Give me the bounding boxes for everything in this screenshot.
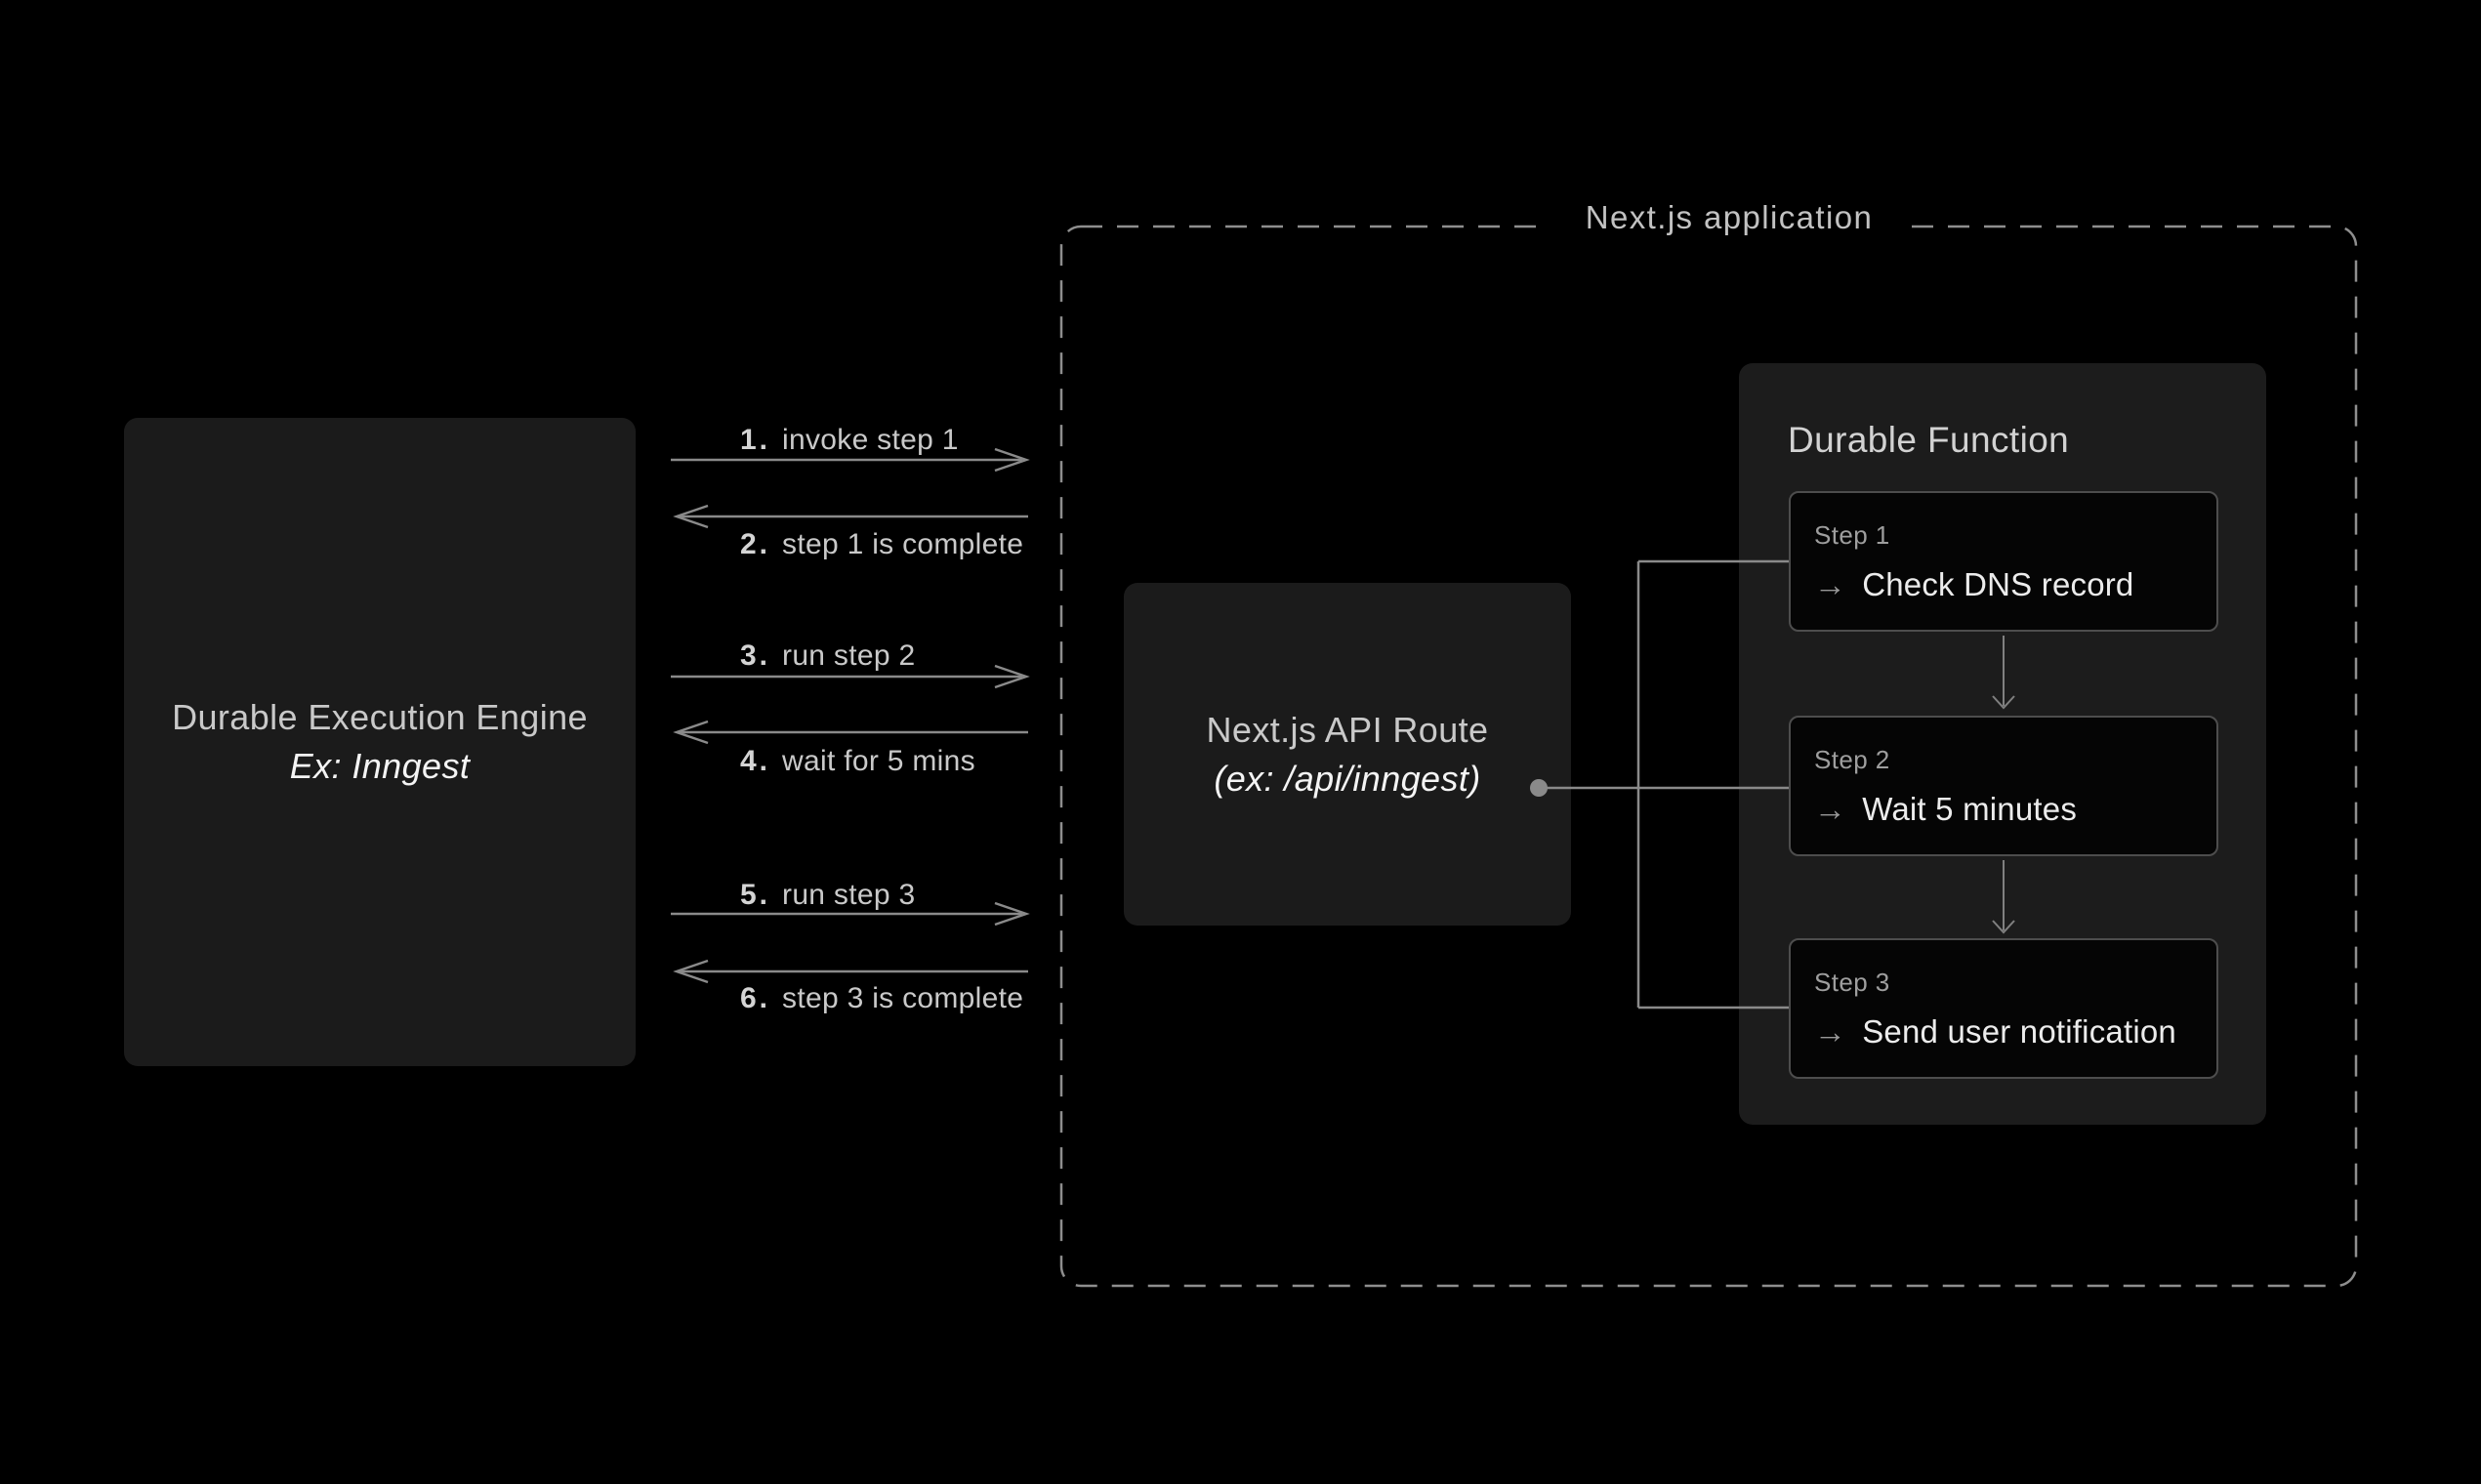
message-5-label: 5. run step 3 <box>740 878 915 913</box>
message-6-text: step 3 is complete <box>782 982 1024 1014</box>
step-3-label: Step 3 <box>1814 968 1890 997</box>
api-route-title: Next.js API Route <box>1206 709 1489 750</box>
step-1-action-text: Check DNS record <box>1862 566 2134 602</box>
engine-title: Durable Execution Engine <box>172 697 588 737</box>
step-1-box: Step 1 → Check DNS record <box>1789 491 2218 632</box>
right-arrow-icon: → <box>1814 791 1847 827</box>
arrow-left-icon <box>669 719 1032 746</box>
message-3-label: 3. run step 2 <box>740 639 915 674</box>
step-2-box: Step 2 → Wait 5 minutes <box>1789 716 2218 856</box>
message-5-number: 5. <box>740 879 771 911</box>
step-3-action: → Send user notification <box>1814 1013 2216 1051</box>
arrow-right-icon <box>671 446 1034 474</box>
durable-function-title: Durable Function <box>1788 420 2070 460</box>
right-arrow-icon: → <box>1814 1013 1847 1050</box>
api-route-subtitle: (ex: /api/inngest) <box>1214 758 1481 799</box>
arrow-left-icon <box>669 503 1032 530</box>
message-1-number: 1. <box>740 424 771 456</box>
message-4-number: 4. <box>740 745 771 777</box>
message-1-label: 1. invoke step 1 <box>740 423 959 458</box>
step-2-action-text: Wait 5 minutes <box>1862 791 2078 827</box>
step-3-action-text: Send user notification <box>1862 1013 2176 1050</box>
engine-subtitle: Ex: Inngest <box>289 746 471 786</box>
message-4-label: 4. wait for 5 mins <box>740 744 975 779</box>
message-6-label: 6. step 3 is complete <box>740 981 1023 1016</box>
nextjs-application-label: Next.js application <box>1547 193 1912 242</box>
down-arrow-icon <box>1988 860 2019 938</box>
arrow-left-icon <box>669 958 1032 985</box>
step-2-action: → Wait 5 minutes <box>1814 791 2216 828</box>
step-1-label: Step 1 <box>1814 520 1890 550</box>
message-2-label: 2. step 1 is complete <box>740 527 1023 562</box>
message-2-number: 2. <box>740 528 771 560</box>
arrow-right-icon <box>671 663 1034 690</box>
down-arrow-icon <box>1988 636 2019 714</box>
message-6-number: 6. <box>740 982 771 1014</box>
message-3-text: run step 2 <box>782 639 916 672</box>
step-2-label: Step 2 <box>1814 745 1890 774</box>
arrow-right-icon <box>671 900 1034 928</box>
message-4-text: wait for 5 mins <box>782 745 975 777</box>
durable-execution-engine-box: Durable Execution Engine Ex: Inngest <box>124 418 636 1066</box>
nextjs-api-route-box: Next.js API Route (ex: /api/inngest) <box>1124 583 1571 926</box>
message-3-number: 3. <box>740 639 771 672</box>
message-5-text: run step 3 <box>782 879 916 911</box>
message-2-text: step 1 is complete <box>782 528 1024 560</box>
message-1-text: invoke step 1 <box>782 424 959 456</box>
right-arrow-icon: → <box>1814 566 1847 602</box>
durable-function-container: Durable Function Step 1 → Check DNS recor… <box>1739 363 2266 1125</box>
step-1-action: → Check DNS record <box>1814 566 2216 603</box>
step-3-box: Step 3 → Send user notification <box>1789 938 2218 1079</box>
